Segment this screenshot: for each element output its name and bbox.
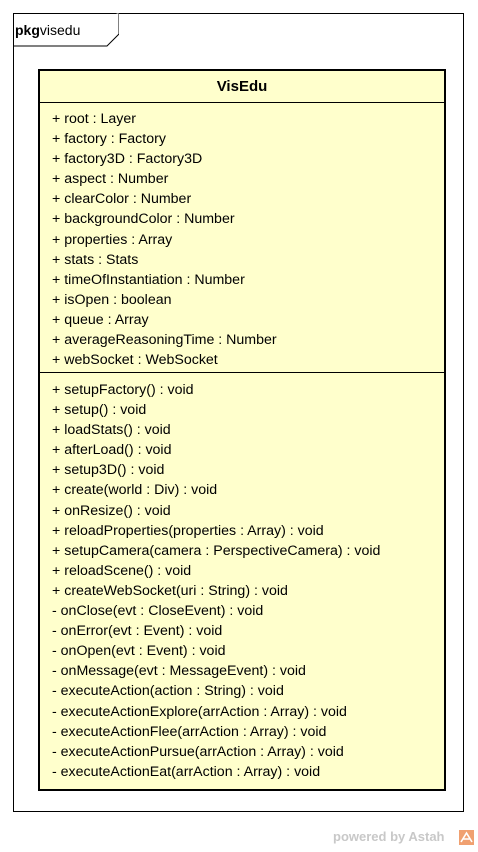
operation-item[interactable]: - onMessage(evt : MessageEvent) : void (52, 663, 306, 680)
operation-item[interactable]: - executeActionExplore(arrAction : Array… (52, 703, 347, 720)
attribute-compartment: + root : Layer + factory : Factory + facto… (52, 109, 277, 370)
operation-item[interactable]: - executeActionEat(arrAction : Array) : … (52, 763, 321, 780)
operation-item[interactable]: + createWebSocket(uri : String) : void (52, 582, 288, 599)
operations-separator (40, 372, 444, 373)
attribute-item[interactable]: + timeOfInstantiation : Number (52, 271, 245, 288)
operation-item[interactable]: - executeActionPursue(arrAction : Array)… (52, 743, 344, 760)
attribute-item[interactable]: + averageReasoningTime : Number (52, 332, 277, 349)
class-name: VisEdu (216, 78, 268, 95)
operation-item[interactable]: + onResize() : void (52, 502, 171, 519)
operation-item[interactable]: + afterLoad() : void (52, 442, 172, 459)
operation-item[interactable]: - onClose(evt : CloseEvent) : void (52, 603, 264, 620)
package-keyword: pkg (15, 22, 40, 38)
package-name: visedu (39, 22, 81, 38)
operation-item[interactable]: - onError(evt : Event) : void (52, 623, 223, 640)
attribute-item[interactable]: + isOpen : boolean (52, 291, 172, 308)
class-name-separator (40, 102, 444, 103)
operation-item[interactable]: + create(world : Div) : void (52, 482, 218, 499)
operation-item[interactable]: - executeAction(action : String) : void (52, 683, 284, 700)
operation-item[interactable]: - executeActionFlee(arrAction : Array) :… (52, 723, 327, 740)
operation-item[interactable]: + setupFactory() : void (52, 382, 194, 398)
operation-item[interactable]: + reloadScene() : void (52, 562, 192, 579)
operation-item[interactable]: + setupCamera(camera : PerspectiveCamera… (52, 542, 381, 559)
package-label: pkgvisedu (15, 21, 80, 39)
attribute-item[interactable]: + webSocket : WebSocket (52, 352, 218, 369)
attribute-item[interactable]: + factory : Factory (52, 131, 166, 148)
attribute-item[interactable]: + aspect : Number (52, 171, 169, 188)
package-frame (13, 13, 464, 812)
operation-item[interactable]: + setup() : void (52, 402, 147, 419)
package-tab (13, 13, 119, 47)
attribute-item[interactable]: + clearColor : Number (52, 191, 192, 208)
operation-item[interactable]: + setup3D() : void (52, 462, 165, 479)
attribute-item[interactable]: + factory3D : Factory3D (52, 151, 203, 168)
attribute-item[interactable]: + queue : Array (52, 311, 149, 328)
package-tab-outline (13, 13, 119, 47)
attribute-item[interactable]: + stats : Stats (52, 251, 139, 268)
operation-item[interactable]: + loadStats() : void (52, 422, 171, 439)
operation-item[interactable]: - onOpen(evt : Event) : void (52, 643, 226, 660)
class-box-visedu[interactable]: VisEdu + root : Layer + factory : Factory… (38, 69, 446, 791)
attribute-item[interactable]: + root : Layer (52, 111, 136, 127)
attribute-item[interactable]: + backgroundColor : Number (52, 211, 235, 228)
powered-by-text: powered by Astah (333, 829, 445, 844)
attribute-item[interactable]: + properties : Array (52, 231, 173, 248)
operation-compartment: + setupFactory() : void + setup() : void +… (52, 380, 380, 782)
operation-item[interactable]: + reloadProperties(properties : Array) :… (52, 522, 324, 539)
astah-logo-icon (459, 830, 474, 845)
